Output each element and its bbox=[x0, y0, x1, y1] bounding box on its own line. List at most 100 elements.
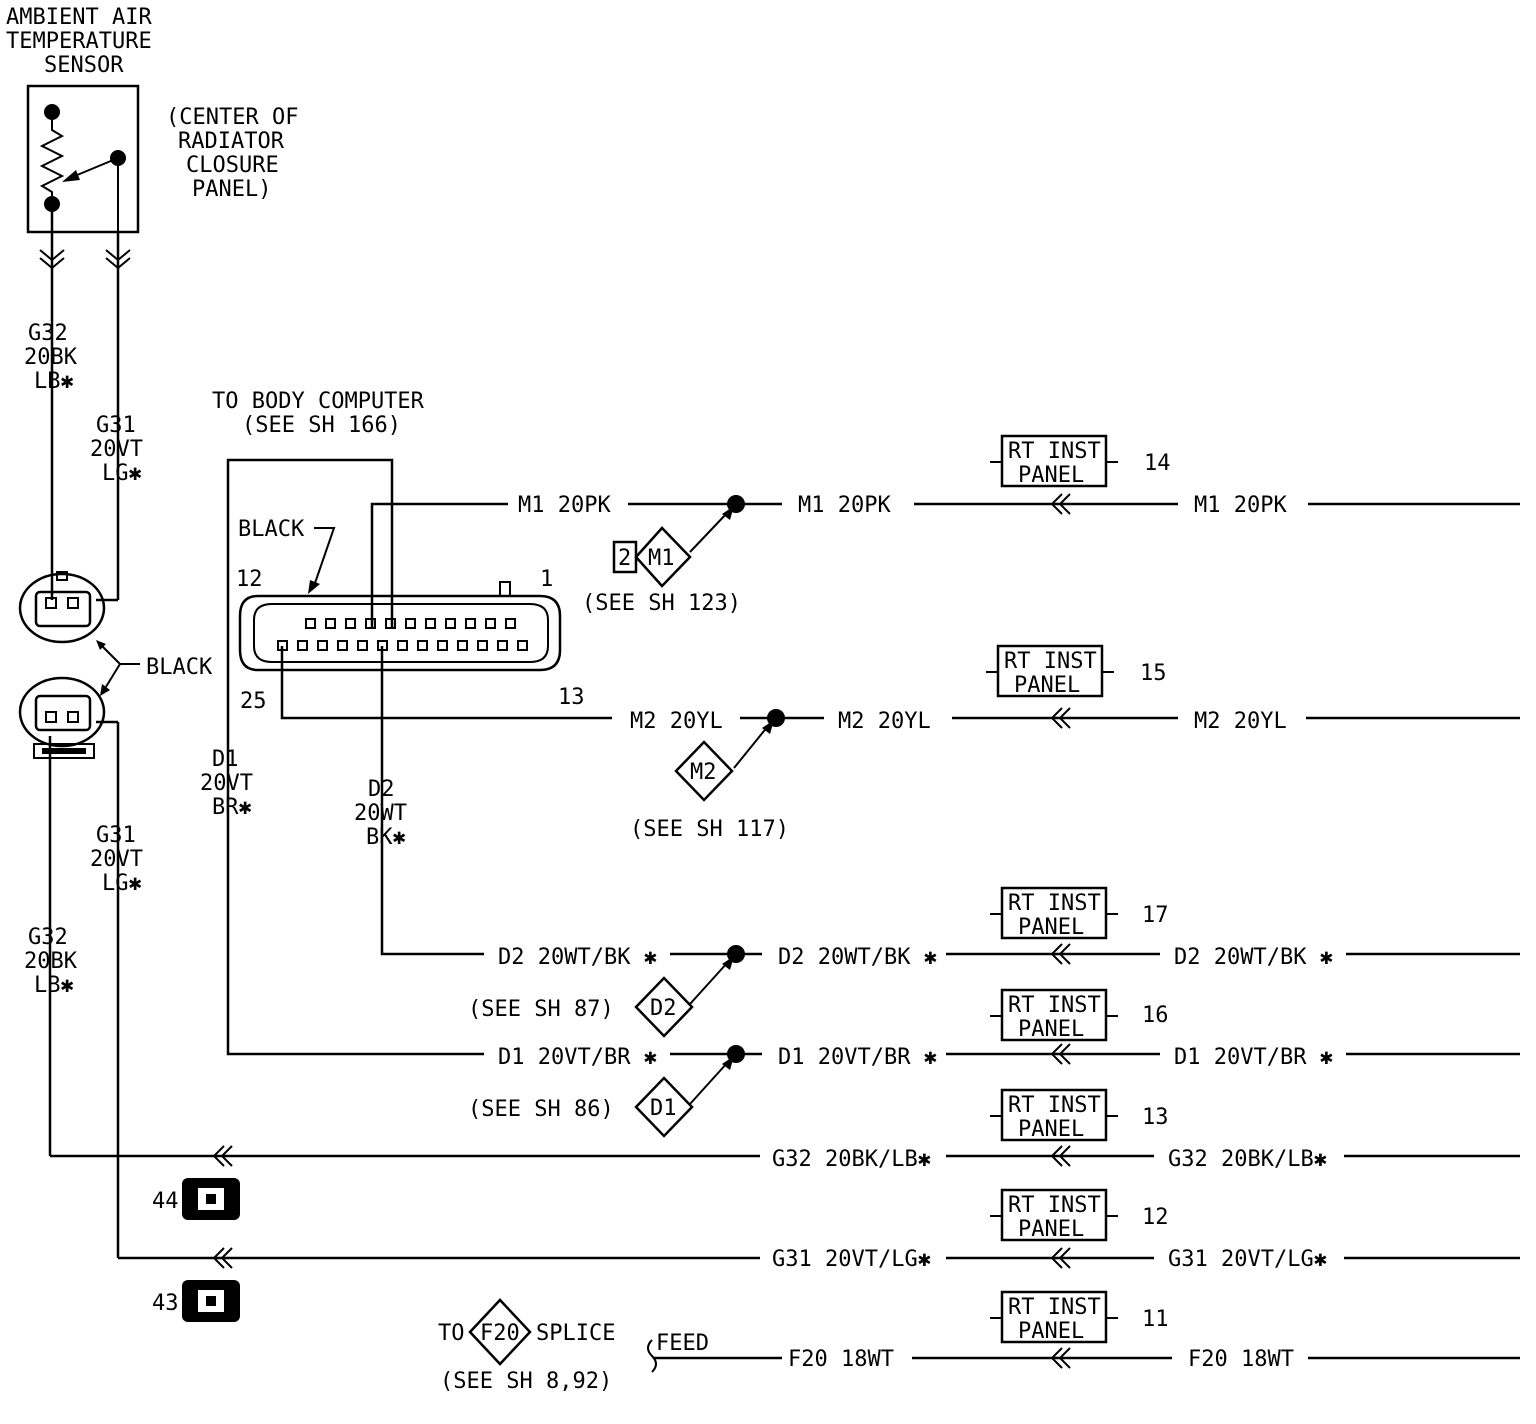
connector-pin-13: 13 bbox=[558, 685, 585, 710]
label-g31-upper-3: LG✱ bbox=[102, 461, 142, 486]
body-computer-connector: 12 1 25 13 bbox=[236, 567, 585, 714]
body-computer-connector-callout: BLACK bbox=[238, 517, 336, 594]
label-g32-upper-1: G32 bbox=[28, 321, 68, 346]
g31-pin-number: 12 bbox=[1142, 1205, 1169, 1230]
f20-feed-label: FEED bbox=[656, 1331, 709, 1356]
d2-splice-reference: D2 (SEE SH 87) bbox=[468, 956, 734, 1038]
connector-pin-25: 25 bbox=[240, 689, 267, 714]
label-g31-lower: G31 20VT LG✱ bbox=[90, 823, 143, 896]
circuit-row-d1: D1 20VT/BR ✱ D1 20VT/BR ✱ D1 20VT/BR ✱ R… bbox=[468, 988, 1520, 1138]
g32-right-label: G32 20BK/LB✱ bbox=[1168, 1147, 1327, 1172]
sensor-location-line3: CLOSURE bbox=[186, 153, 279, 178]
circuit-row-f20: TO F20 SPLICE (SEE SH 8,92) FEED F20 18W… bbox=[438, 1290, 1520, 1394]
label-d1-3: BR✱ bbox=[212, 795, 252, 820]
connector-pin-12: 12 bbox=[236, 567, 263, 592]
ambient-air-temperature-sensor: AMBIENT AIR TEMPERATURE SENSOR (CENTER O… bbox=[6, 5, 298, 234]
label-d1-2: 20VT bbox=[200, 771, 253, 796]
m1-splice-label: M1 bbox=[648, 546, 675, 571]
label-d1-1: D1 bbox=[212, 747, 239, 772]
label-d2-3: BK✱ bbox=[366, 825, 406, 850]
m1-reference: (SEE SH 123) bbox=[582, 591, 741, 616]
d1-splice-reference: D1 (SEE SH 86) bbox=[468, 1056, 734, 1138]
m2-pin-number: 15 bbox=[1140, 661, 1167, 686]
sensor-connector-upper bbox=[18, 571, 106, 644]
sensor-location-line2: RADIATOR bbox=[178, 129, 285, 154]
m2-connector-line2: PANEL bbox=[1014, 673, 1080, 698]
thermistor-wiper bbox=[69, 157, 119, 179]
body-computer-label-1: TO BODY COMPUTER bbox=[212, 389, 425, 414]
circuit-row-g32: G32 20BK/LB✱ G32 20BK/LB✱ RT INST PANEL … bbox=[50, 1088, 1520, 1172]
d2-splice-label: D2 bbox=[650, 996, 677, 1021]
connector-pins-bottom-row bbox=[277, 640, 528, 651]
m1-mid-label: M1 20PK bbox=[798, 493, 891, 518]
g31-right-label: G31 20VT/LG✱ bbox=[1168, 1247, 1327, 1272]
f20-to: TO bbox=[438, 1321, 465, 1346]
thermistor-resistor bbox=[39, 120, 65, 196]
d1-mid-label: D1 20VT/BR ✱ bbox=[778, 1045, 937, 1070]
g32-mid-label: G32 20BK/LB✱ bbox=[772, 1147, 931, 1172]
ground-connector-43-num: 43 bbox=[152, 1291, 179, 1316]
label-g32-lower-3: LB✱ bbox=[34, 973, 74, 998]
f20-splice-word: SPLICE bbox=[536, 1321, 615, 1346]
sensor-connector-color: BLACK bbox=[146, 655, 213, 680]
sensor-terminal-bottom bbox=[44, 196, 60, 212]
sensor-terminal-top bbox=[44, 104, 60, 120]
wire-d2-connector bbox=[380, 646, 484, 956]
m2-reference: (SEE SH 117) bbox=[630, 817, 789, 842]
body-computer-connector-color: BLACK bbox=[238, 517, 305, 542]
f20-splice-label: F20 bbox=[480, 1321, 520, 1346]
f20-mid-label: F20 18WT bbox=[788, 1347, 894, 1372]
m1-splice-reference: 2 M1 (SEE SH 123) bbox=[582, 506, 741, 616]
ground-connector-44-num: 44 bbox=[152, 1189, 179, 1214]
sensor-title-line3: SENSOR bbox=[44, 53, 124, 78]
m1-connector-line1: RT INST bbox=[1008, 439, 1101, 464]
m1-pin-number: 14 bbox=[1144, 451, 1171, 476]
m1-splice-prefix: 2 bbox=[618, 546, 631, 571]
label-g32-upper: G32 20BK LB✱ bbox=[24, 321, 78, 394]
g31-connector-line1: RT INST bbox=[1008, 1193, 1101, 1218]
thermistor-wiper-arrow bbox=[62, 170, 80, 182]
f20-reference: (SEE SH 8,92) bbox=[440, 1369, 612, 1394]
m1-left-label: M1 20PK bbox=[518, 493, 611, 518]
label-g31-lower-3: LG✱ bbox=[102, 871, 142, 896]
sensor-title-line1: AMBIENT AIR bbox=[6, 5, 152, 30]
m2-mid-label: M2 20YL bbox=[838, 709, 931, 734]
circuit-row-m1: M1 20PK M1 20PK M1 20PK RT INST PANEL 14… bbox=[518, 434, 1520, 616]
circuit-row-g31: G31 20VT/LG✱ G31 20VT/LG✱ RT INST PANEL … bbox=[118, 1188, 1520, 1272]
d1-rt-inst-panel-connector: RT INST PANEL bbox=[990, 988, 1118, 1042]
g31-connector-line2: PANEL bbox=[1018, 1217, 1084, 1242]
m2-splice-label: M2 bbox=[690, 760, 717, 785]
g32-connector-line2: PANEL bbox=[1018, 1117, 1084, 1142]
d2-mid-label: D2 20WT/BK ✱ bbox=[778, 945, 937, 970]
f20-connector-line2: PANEL bbox=[1018, 1319, 1084, 1344]
d1-right-label: D1 20VT/BR ✱ bbox=[1174, 1045, 1333, 1070]
circuit-row-d2: D2 20WT/BK ✱ D2 20WT/BK ✱ D2 20WT/BK ✱ R… bbox=[468, 886, 1520, 1038]
f20-pin-number: 11 bbox=[1142, 1307, 1169, 1332]
label-d2-2: 20WT bbox=[354, 801, 407, 826]
m1-connector-line2: PANEL bbox=[1018, 463, 1084, 488]
g32-connector-line1: RT INST bbox=[1008, 1093, 1101, 1118]
g31-mid-label: G31 20VT/LG✱ bbox=[772, 1247, 931, 1272]
label-g31-lower-1: G31 bbox=[96, 823, 136, 848]
label-d2-1: D2 bbox=[368, 777, 395, 802]
m1-rt-inst-panel-connector: RT INST PANEL bbox=[990, 434, 1118, 488]
label-g31-lower-2: 20VT bbox=[90, 847, 143, 872]
label-d1: D1 20VT BR✱ bbox=[200, 747, 253, 820]
sensor-title-line2: TEMPERATURE bbox=[6, 29, 152, 54]
m2-connector-line1: RT INST bbox=[1004, 649, 1097, 674]
sensor-connector-lower bbox=[18, 676, 106, 759]
d2-left-label: D2 20WT/BK ✱ bbox=[498, 945, 657, 970]
body-computer-label-2: (SEE SH 166) bbox=[242, 413, 401, 438]
label-g31-upper: G31 20VT LG✱ bbox=[90, 413, 143, 486]
m1-right-label: M1 20PK bbox=[1194, 493, 1287, 518]
label-d2: D2 20WT BK✱ bbox=[354, 777, 407, 850]
wire-d1-loop bbox=[226, 458, 484, 1056]
connector-pins-top-row bbox=[305, 618, 516, 629]
d1-splice-label: D1 bbox=[650, 1096, 677, 1121]
label-g32-upper-2: 20BK bbox=[24, 345, 78, 370]
d1-left-label: D1 20VT/BR ✱ bbox=[498, 1045, 657, 1070]
label-g32-upper-3: LB✱ bbox=[34, 369, 74, 394]
g31-rt-inst-panel-connector: RT INST PANEL bbox=[990, 1188, 1118, 1242]
f20-rt-inst-panel-connector: RT INST PANEL bbox=[990, 1290, 1118, 1344]
f20-right-label: F20 18WT bbox=[1188, 1347, 1294, 1372]
